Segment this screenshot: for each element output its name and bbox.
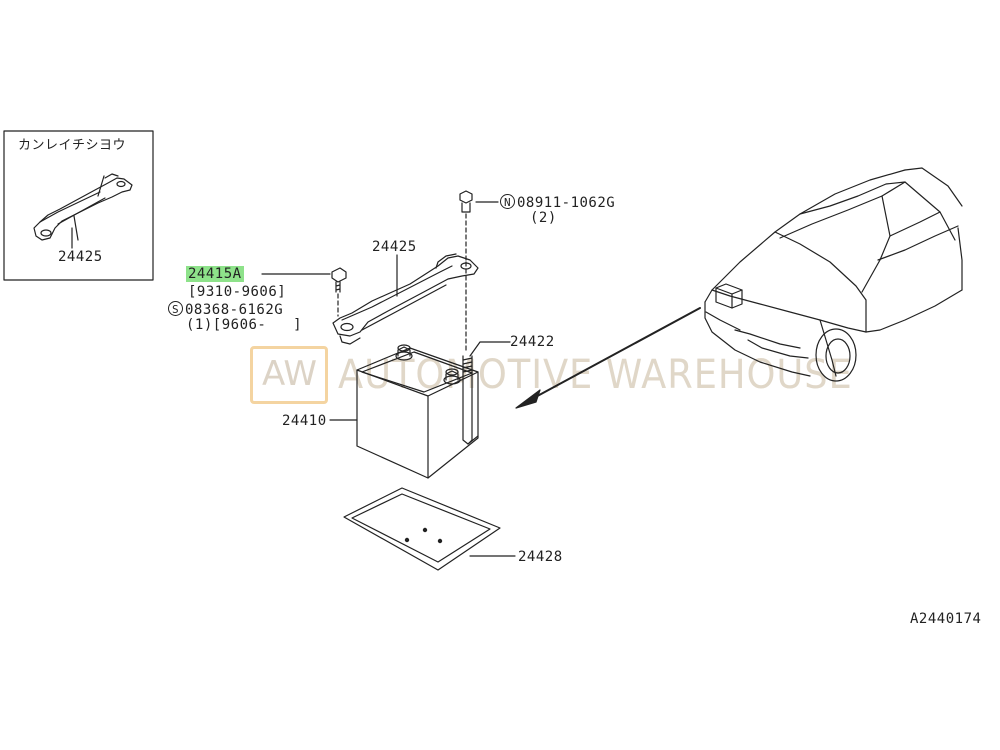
battery-tray-drawing <box>343 487 501 571</box>
inset-bracket-drawing <box>33 173 133 241</box>
bolt-s-symbol: S <box>168 301 183 316</box>
nut-drawing <box>459 190 473 213</box>
callout-24415a-date-range: [9310-9606] <box>188 284 287 300</box>
callout-nut-part[interactable]: 08911-1062G <box>517 195 616 211</box>
callout-bolt-part[interactable]: 08368-6162G <box>185 302 284 318</box>
nut-n-symbol: N <box>500 194 515 209</box>
watermark-logo-frame <box>250 346 328 404</box>
diagram-id: A2440174 <box>910 611 982 627</box>
pointer-arrow-line <box>529 307 701 401</box>
hold-down-bracket-drawing <box>332 253 479 345</box>
leader-24422 <box>469 341 511 357</box>
rod-24422-drawing <box>462 355 479 445</box>
car-drawing <box>704 167 963 382</box>
watermark-text: AUTOMOTIVE WAREHOUSE <box>338 352 853 398</box>
inset-frame <box>3 130 154 281</box>
pointer-arrow-head <box>515 389 541 409</box>
callout-24422[interactable]: 24422 <box>510 334 555 350</box>
inset-title: カンレイチシヨウ <box>18 138 127 153</box>
bolt-24415a-drawing <box>331 267 347 293</box>
callout-24415a[interactable]: 24415A <box>186 266 244 282</box>
callout-24428[interactable]: 24428 <box>518 549 563 565</box>
battery-drawing <box>356 344 479 479</box>
callout-24410[interactable]: 24410 <box>282 413 327 429</box>
callout-24425[interactable]: 24425 <box>372 239 417 255</box>
callout-bolt-qty-range: (1)[9606- ] <box>186 317 303 333</box>
watermark-logo: AW <box>262 354 318 394</box>
callout-nut-qty: (2) <box>530 210 557 226</box>
inset-part-number: 24425 <box>58 249 103 265</box>
